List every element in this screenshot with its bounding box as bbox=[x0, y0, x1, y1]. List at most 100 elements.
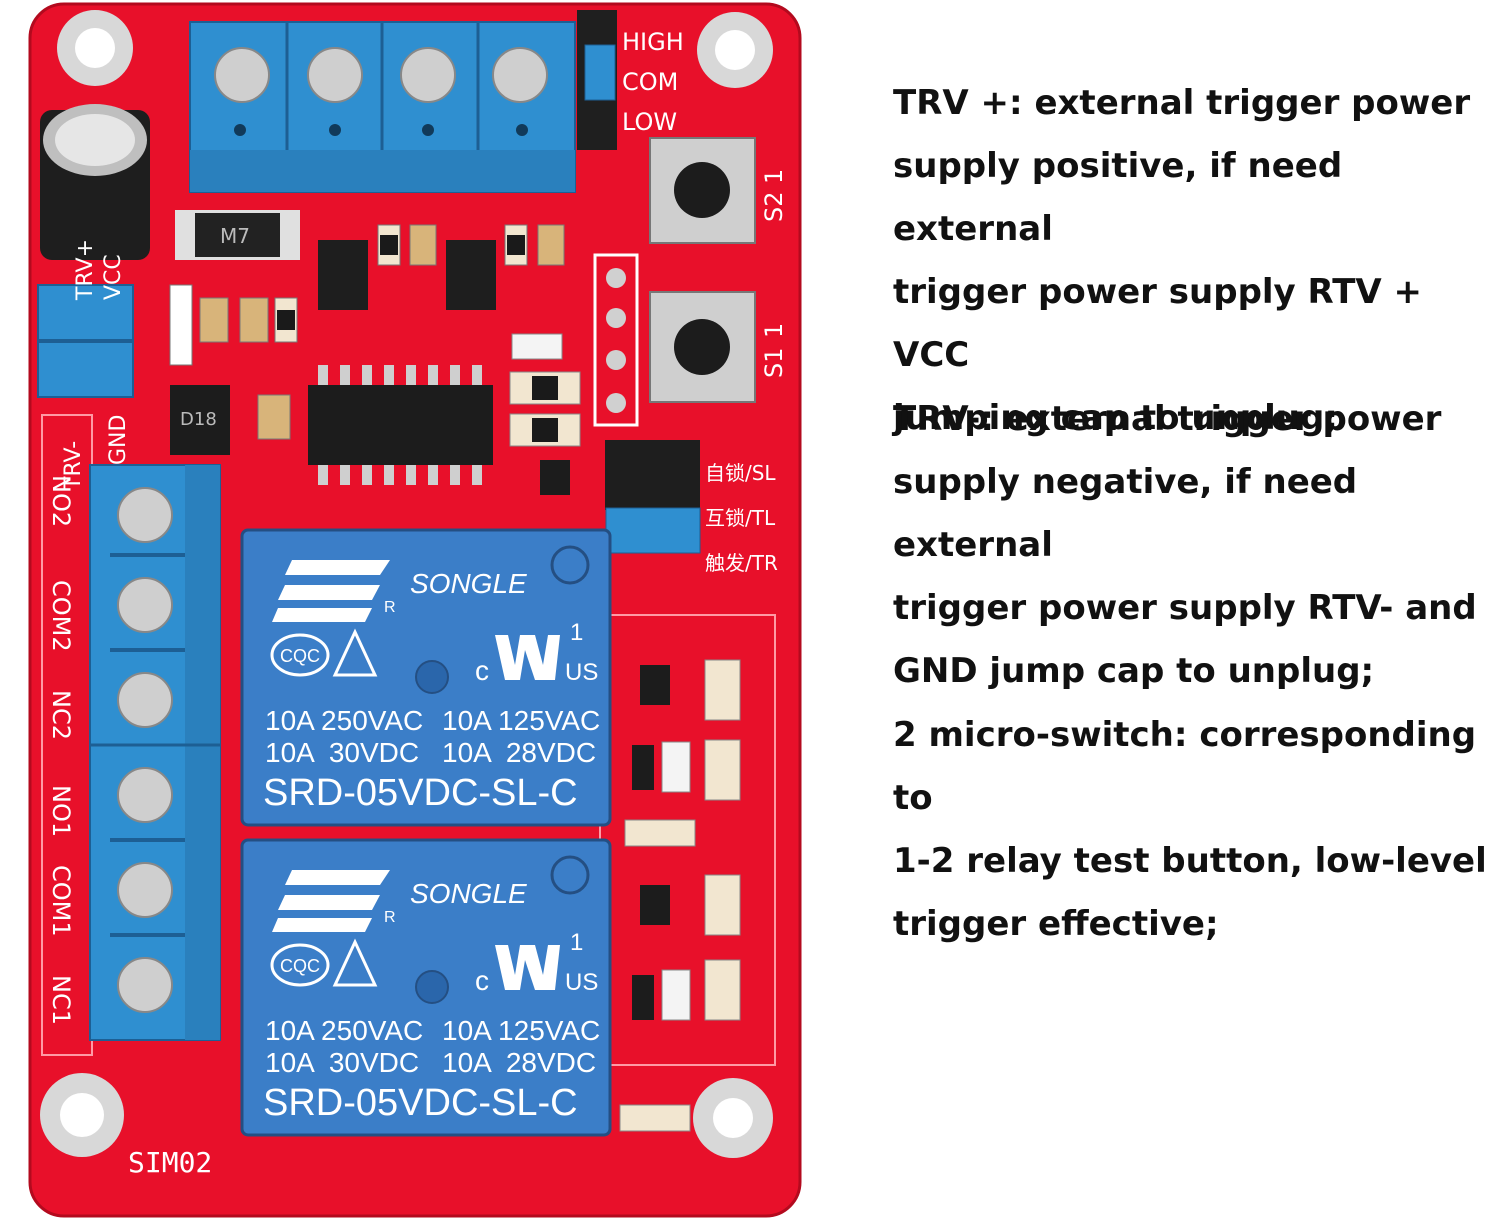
terminal-screw bbox=[214, 47, 270, 103]
relay-1-rating-dc2: 10A 28VDC bbox=[442, 737, 596, 768]
relay-2-ul-us: US bbox=[565, 969, 598, 996]
level-jumper bbox=[577, 10, 617, 150]
label-no1: NO1 bbox=[47, 785, 75, 837]
relay-1-ul-c: c bbox=[475, 655, 489, 686]
label-s1-pin: 1 bbox=[760, 323, 788, 338]
label-no2: NO2 bbox=[47, 475, 75, 527]
smd-diode bbox=[632, 745, 654, 790]
terminal-screw bbox=[307, 47, 363, 103]
relay-2-rating-ac1: 10A 250VAC bbox=[265, 1015, 423, 1046]
relay-1-ul-us: US bbox=[565, 659, 598, 686]
trv-minus-description: TRV-: external trigger power supply nega… bbox=[893, 399, 1477, 691]
relay-2-brand: SONGLE bbox=[410, 878, 527, 909]
relay-2-reg-mark: R bbox=[384, 909, 396, 926]
mounting-hole bbox=[697, 12, 773, 88]
relay-2-ul-c: c bbox=[475, 965, 489, 996]
terminal-screw bbox=[117, 487, 173, 543]
smd-transistor bbox=[640, 665, 670, 705]
relay-2-ul-num: 1 bbox=[570, 929, 583, 956]
led bbox=[511, 333, 563, 360]
capacitor bbox=[40, 104, 150, 260]
led bbox=[661, 969, 691, 1021]
board-name: SIM02 bbox=[128, 1146, 212, 1179]
terminal-screw bbox=[117, 862, 173, 918]
label-com2: COM2 bbox=[47, 580, 75, 652]
smd-resistor bbox=[169, 284, 193, 366]
smd-resistor bbox=[199, 297, 229, 343]
label-mode-tr: 触发/TR bbox=[705, 551, 778, 575]
smd-resistor bbox=[377, 224, 401, 266]
label-nc2: NC2 bbox=[47, 690, 75, 740]
label-trv-plus: TRV+ bbox=[73, 239, 98, 301]
smd-resistor bbox=[704, 874, 741, 936]
mounting-hole bbox=[57, 10, 133, 86]
label-com: COM bbox=[622, 68, 678, 96]
smd-resistor bbox=[509, 413, 581, 447]
relay-1-rating-dc1: 10A 30VDC bbox=[265, 737, 419, 768]
label-nc1: NC1 bbox=[47, 975, 75, 1025]
smd-resistor bbox=[239, 297, 269, 343]
terminal-screw bbox=[117, 577, 173, 633]
smd-resistor bbox=[537, 224, 565, 266]
relay-1-ul-num: 1 bbox=[570, 619, 583, 646]
test-button-s2 bbox=[649, 137, 756, 244]
label-trv-minus: TRV- bbox=[61, 441, 86, 491]
label-high: HIGH bbox=[622, 28, 684, 56]
label-s1: S1 bbox=[760, 347, 788, 378]
label-com1: COM1 bbox=[47, 865, 75, 937]
relay-module-photo: HIGH COM LOW M7 D18 bbox=[28, 2, 802, 1218]
label-vcc: VCC bbox=[101, 254, 126, 300]
pin-header bbox=[593, 253, 639, 427]
relay-2-rating-ac2: 10A 125VAC bbox=[442, 1015, 600, 1046]
ic-chip bbox=[308, 365, 493, 485]
terminal-screw bbox=[117, 767, 173, 823]
smd-diode bbox=[632, 975, 654, 1020]
relay-2: SONGLE R CQC c 1 US 10A 250VAC 10A 125VA… bbox=[240, 838, 612, 1137]
diode: M7 bbox=[175, 210, 300, 260]
relay-2-model: SRD-05VDC-SL-C bbox=[263, 1082, 578, 1124]
label-gnd: GND bbox=[106, 415, 131, 465]
label-s2: S2 bbox=[760, 191, 788, 222]
smd-resistor bbox=[624, 819, 696, 847]
label-mode-tl: 互锁/TL bbox=[705, 506, 776, 530]
smd-capacitor bbox=[257, 394, 291, 440]
label-mode-sl: 自锁/SL bbox=[705, 461, 776, 485]
svg-text:M7: M7 bbox=[220, 224, 250, 248]
micro-switch-description: 2 micro-switch: corresponding to 1-2 rel… bbox=[893, 715, 1487, 944]
smd-resistor bbox=[409, 224, 437, 266]
led bbox=[661, 741, 691, 793]
smd-resistor bbox=[509, 371, 581, 405]
relay-1-cqc: CQC bbox=[280, 646, 320, 666]
test-button-s1 bbox=[649, 291, 756, 403]
trv-plus-description: TRV +: external trigger power supply pos… bbox=[893, 83, 1471, 438]
terminal-screw bbox=[117, 672, 173, 728]
mode-jumper bbox=[605, 440, 701, 554]
mounting-hole bbox=[40, 1073, 124, 1157]
smd-resistor bbox=[274, 297, 298, 343]
relay-1-rating-ac1: 10A 250VAC bbox=[265, 705, 423, 736]
terminal-screw bbox=[492, 47, 548, 103]
optocoupler bbox=[446, 240, 496, 310]
optocoupler bbox=[318, 240, 368, 310]
relay-1-reg-mark: R bbox=[384, 599, 396, 616]
smd-resistor bbox=[704, 659, 741, 721]
relay-1-brand: SONGLE bbox=[410, 568, 527, 599]
relay-2-rating-dc2: 10A 28VDC bbox=[442, 1047, 596, 1078]
power-jumper bbox=[37, 284, 134, 398]
transistor bbox=[540, 460, 570, 495]
terminal-screw bbox=[400, 47, 456, 103]
label-s2-pin: 1 bbox=[760, 169, 788, 184]
smd-resistor bbox=[504, 224, 528, 266]
svg-text:D18: D18 bbox=[180, 409, 217, 430]
mounting-hole bbox=[693, 1078, 773, 1158]
top-terminal-block bbox=[189, 21, 576, 193]
relay-1-model: SRD-05VDC-SL-C bbox=[263, 772, 578, 814]
smd-resistor bbox=[619, 1104, 691, 1132]
output-terminal-block bbox=[89, 464, 221, 1041]
label-low: LOW bbox=[622, 108, 677, 136]
voltage-regulator: D18 bbox=[170, 385, 230, 455]
smd-resistor bbox=[704, 739, 741, 801]
relay-2-cqc: CQC bbox=[280, 956, 320, 976]
terminal-screw bbox=[117, 957, 173, 1013]
smd-transistor bbox=[640, 885, 670, 925]
